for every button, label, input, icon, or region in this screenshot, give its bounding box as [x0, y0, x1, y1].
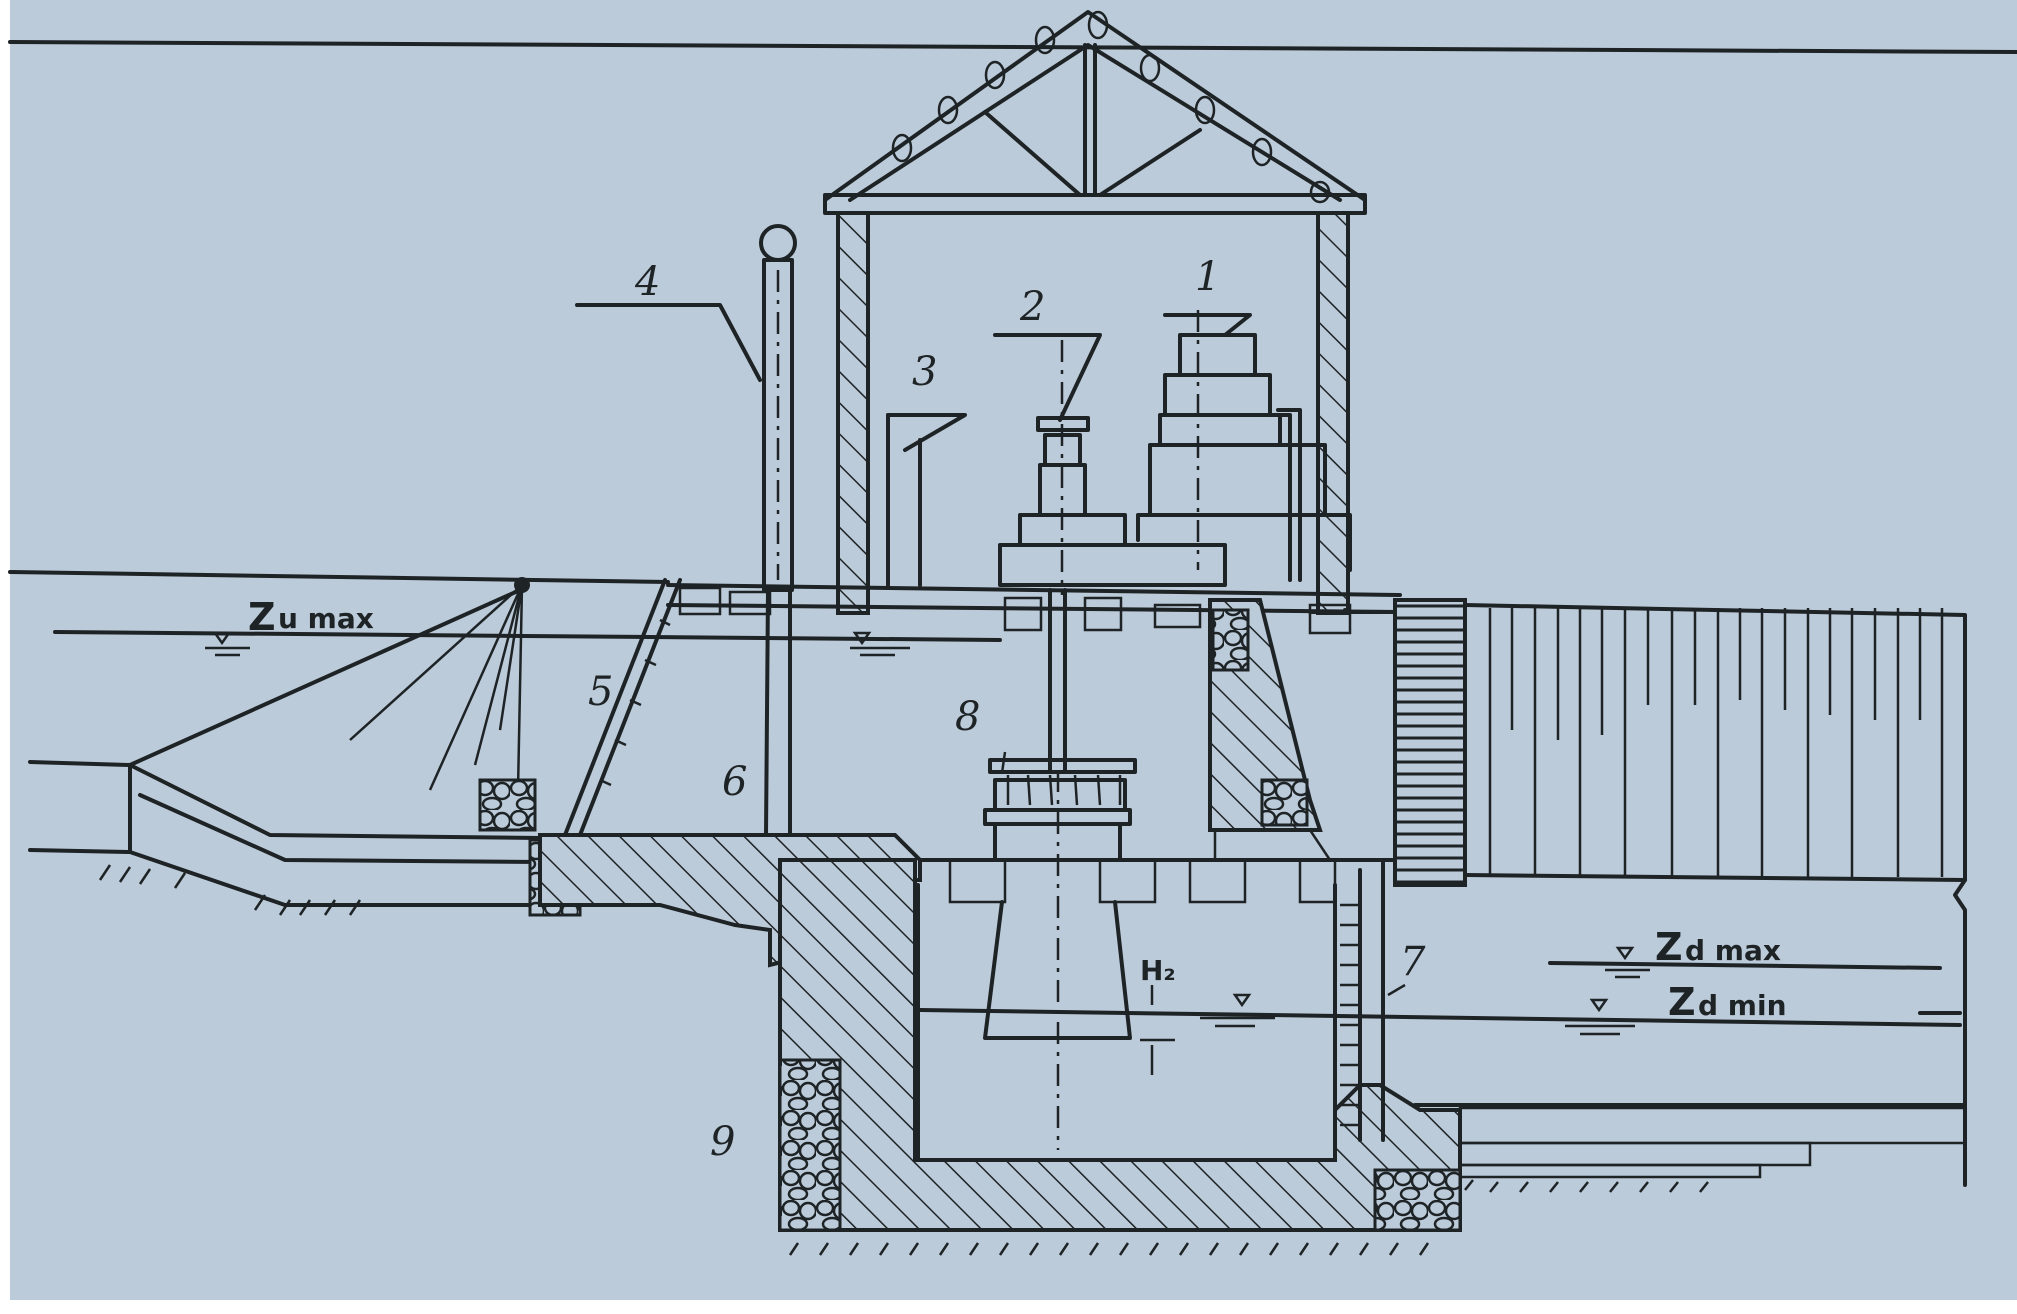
zd-min-sub: d min [1698, 989, 1787, 1022]
top-border-line [8, 40, 2017, 54]
powerhouse-floor [666, 583, 1402, 635]
downstream-bed [1413, 1103, 1967, 1193]
label-6: 6 [722, 759, 747, 805]
ground-ticks [788, 1242, 1430, 1256]
powerhouse-left-wall [836, 211, 870, 615]
label-1: 1 [1195, 254, 1220, 300]
zd-min-main: Z [1668, 980, 1696, 1024]
tailrace-structure [1393, 598, 1967, 1187]
roof-truss [823, 10, 1367, 215]
water-level-symbols [205, 631, 1650, 1036]
pier-stones-top [1211, 608, 1250, 672]
pier-stones-bottom [1260, 778, 1309, 827]
trash-rack [563, 578, 682, 837]
stone-masonry-right [1373, 1168, 1462, 1232]
label-2: 2 [1019, 284, 1045, 330]
zd-max-main: Z [1655, 925, 1683, 969]
control-panel [886, 413, 967, 587]
turbine-runner [983, 751, 1137, 862]
head-dimension-label: H₂ [1140, 954, 1176, 987]
zd-max-sub: d max [1685, 934, 1781, 967]
label-8: 8 [955, 694, 980, 740]
stone-masonry-9 [778, 1058, 842, 1232]
generator-unit [1136, 310, 1352, 582]
intake-gate [764, 588, 792, 837]
gate-hoist [575, 224, 797, 592]
zu-max-main: Z [248, 595, 276, 639]
label-9: 9 [710, 1119, 735, 1165]
label-7: 7 [1400, 939, 1426, 985]
powerhouse-right-wall [1316, 211, 1350, 615]
zu-max-sub: u max [278, 602, 374, 635]
downstream-max-level-line [1548, 961, 1942, 970]
head-dimension-marker [1140, 985, 1175, 1075]
turbine-governor [993, 333, 1227, 595]
label-3: 3 [912, 349, 937, 395]
label-4: 4 [634, 259, 660, 305]
water-gauge [1340, 858, 1406, 1142]
label-5: 5 [588, 669, 613, 715]
downstream-min-level-line [918, 1008, 1962, 1027]
draft-tube [983, 900, 1132, 1040]
